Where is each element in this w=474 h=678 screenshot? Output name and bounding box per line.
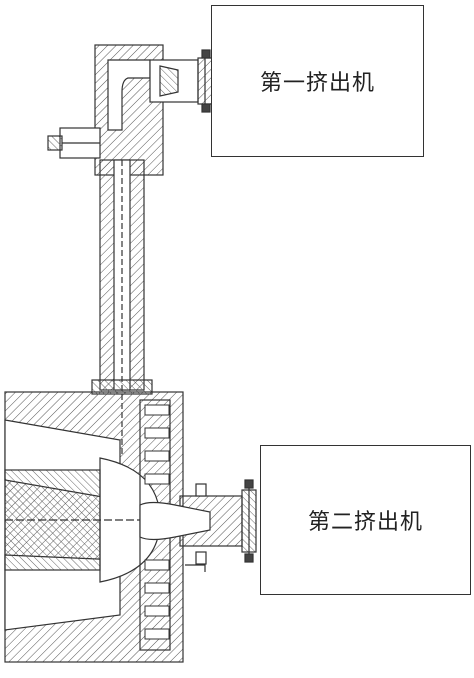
die-bolt bbox=[144, 450, 170, 462]
die-bolt bbox=[144, 404, 170, 416]
vertical-pipe bbox=[91, 159, 153, 455]
second-extruder-label: 第二挤出机 bbox=[307, 510, 423, 535]
die-bolt bbox=[144, 628, 170, 640]
die-bolts bbox=[144, 404, 170, 640]
sensor-wire bbox=[185, 564, 206, 572]
upper-bolt-head-top bbox=[201, 49, 211, 59]
connector-bolt-head-top bbox=[244, 479, 254, 489]
upper-elbow-assembly bbox=[47, 44, 213, 176]
pipe-bore bbox=[113, 159, 131, 391]
die-bolt bbox=[144, 427, 170, 439]
thermocouple-top bbox=[195, 483, 207, 497]
elbow-nozzle bbox=[159, 65, 179, 97]
connector-channel bbox=[139, 501, 211, 541]
connector-bolt-head-bottom bbox=[244, 553, 254, 563]
upper-bolt-head-bottom bbox=[201, 103, 211, 113]
first-extruder-label: 第一挤出机 bbox=[259, 71, 375, 96]
first-extruder-box: 第一挤出机 bbox=[211, 5, 424, 157]
second-extruder-connector bbox=[139, 479, 257, 572]
elbow-channel bbox=[107, 59, 151, 131]
die-bolt bbox=[144, 582, 170, 594]
second-extruder-box: 第二挤出机 bbox=[260, 445, 471, 595]
die-bolt bbox=[144, 473, 170, 485]
thermocouple-bottom bbox=[195, 551, 207, 565]
side-fitting-cap bbox=[47, 135, 63, 151]
die-bolt bbox=[144, 559, 170, 571]
die-bolt bbox=[144, 605, 170, 617]
